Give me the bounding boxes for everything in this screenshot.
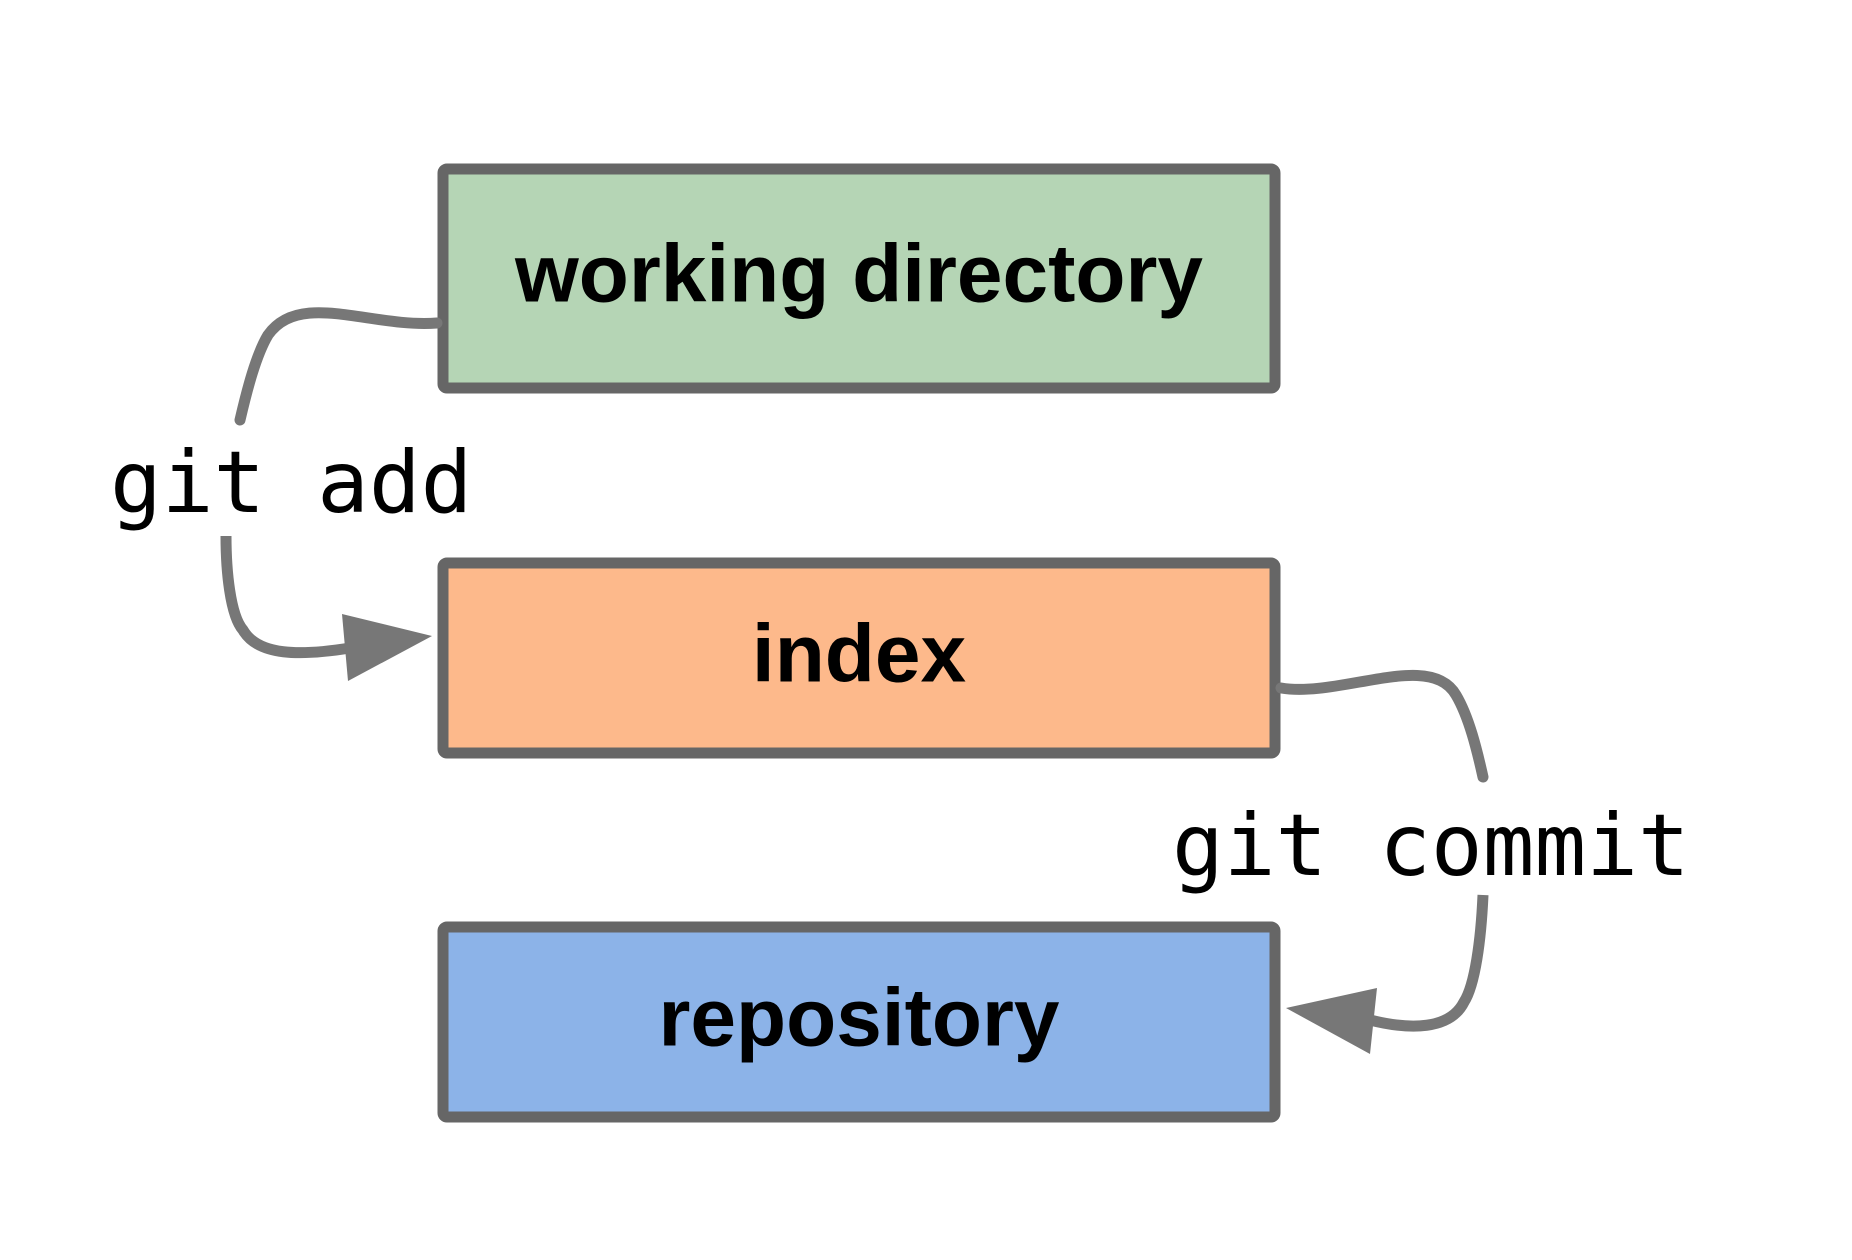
- git-commit-curve-lower: [1368, 894, 1489, 1032]
- git-commit-label: git commit: [1172, 796, 1690, 896]
- index-label: index: [752, 609, 966, 700]
- git-add-arrowhead: [342, 614, 432, 681]
- git-add-curve-lower: [220, 535, 351, 659]
- git-commit-edge: git commit: [1172, 669, 1690, 1054]
- repository-label: repository: [659, 973, 1060, 1064]
- working-directory-box: [437, 163, 1281, 394]
- repository-box: [437, 921, 1281, 1123]
- working-directory-node: working directory: [437, 163, 1281, 394]
- working-directory-label: working directory: [514, 229, 1203, 320]
- git-add-label: git add: [110, 433, 472, 533]
- index-box: [437, 557, 1281, 759]
- git-commit-arrowhead: [1286, 988, 1377, 1054]
- repository-node: repository: [437, 921, 1281, 1123]
- git-add-curve-upper: [234, 307, 443, 426]
- index-node: index: [437, 557, 1281, 759]
- git-commit-curve-upper: [1275, 669, 1489, 783]
- git-add-edge: git add: [110, 307, 472, 681]
